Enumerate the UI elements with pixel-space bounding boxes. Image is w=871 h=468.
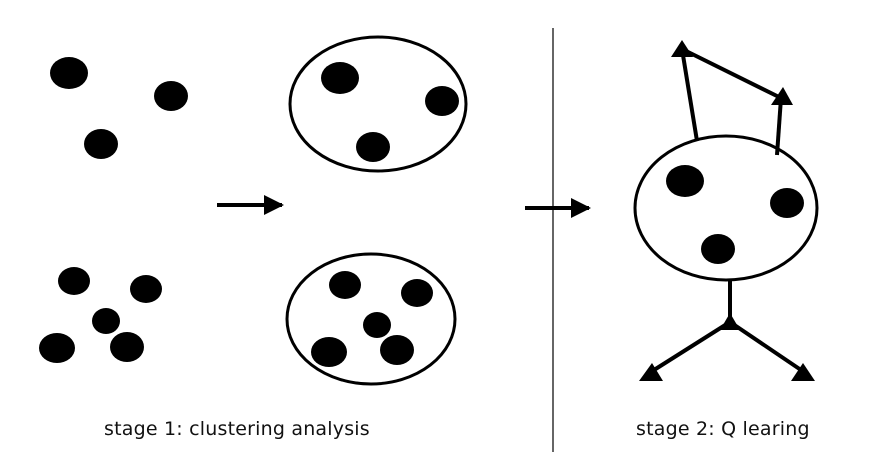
stage-2-caption: stage 2: Q learing [636, 418, 810, 440]
cluster-bottom [285, 252, 457, 386]
cluster-boundary [633, 134, 819, 282]
action-node-triangle [791, 363, 815, 381]
data-point [321, 62, 359, 94]
data-point [701, 234, 735, 264]
action-node-triangle [639, 363, 663, 381]
edge [680, 48, 699, 142]
data-point [356, 132, 390, 162]
data-point [50, 57, 88, 89]
data-point [39, 333, 75, 363]
data-point [311, 337, 347, 367]
stage-1-caption: stage 1: clustering analysis [104, 418, 370, 440]
state-node-triangle [771, 87, 793, 105]
cluster-top [288, 35, 468, 173]
data-point [666, 165, 704, 197]
data-point [130, 275, 162, 303]
edge [728, 320, 803, 372]
cluster-boundary [288, 35, 468, 173]
data-point [110, 332, 144, 362]
edge [652, 320, 732, 372]
edge [681, 47, 782, 100]
data-point [770, 188, 804, 218]
state-node-triangle [671, 40, 693, 57]
branch-node-triangle [720, 313, 740, 330]
data-point [329, 271, 361, 299]
raw-points-bottom-group [39, 267, 162, 363]
q-learning-structure [633, 40, 819, 381]
data-point [425, 86, 459, 116]
data-point [363, 312, 391, 338]
data-point [84, 129, 118, 159]
data-point [380, 335, 414, 365]
raw-points-top-group [50, 57, 188, 159]
cluster-boundary [285, 252, 457, 386]
edge [775, 97, 783, 156]
data-point [58, 267, 90, 295]
data-point [154, 81, 188, 111]
data-point [92, 308, 120, 334]
data-point [401, 279, 433, 307]
